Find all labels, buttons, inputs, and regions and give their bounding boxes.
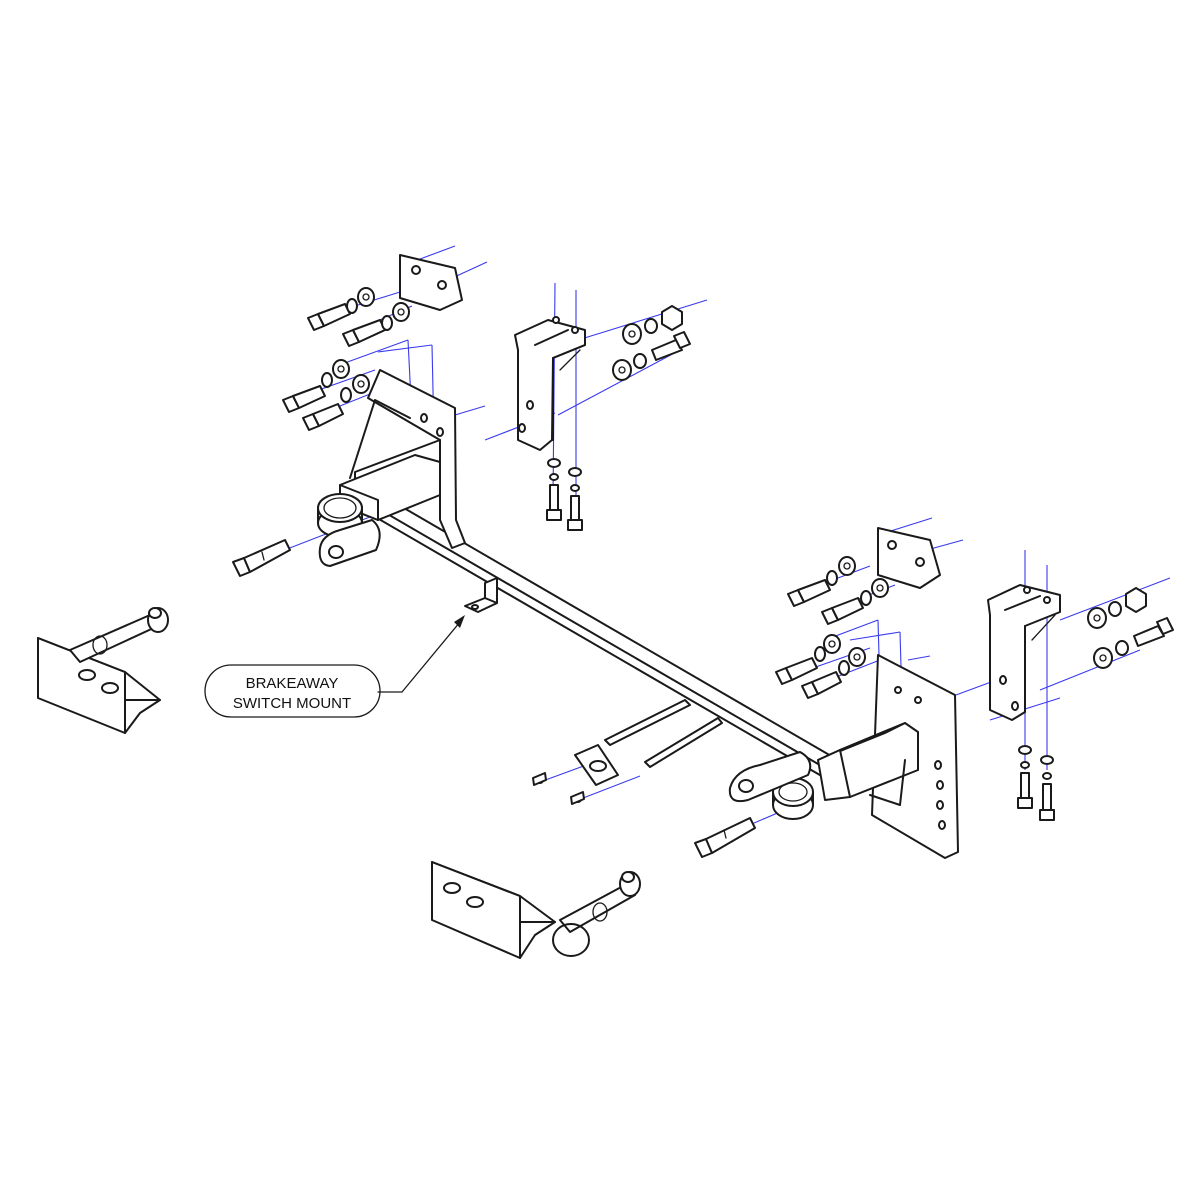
vertical-bolt: [567, 467, 583, 531]
left-main-bracket: [317, 369, 466, 567]
bolt: [821, 597, 864, 625]
brakeaway-switch-mount: [464, 577, 498, 613]
vertical-bolt: [1039, 755, 1055, 821]
left-mounting-plate: [399, 254, 463, 311]
bolt: [307, 303, 351, 331]
right-main-bracket: [728, 654, 959, 859]
brakeaway-callout: BRAKEAWAY SWITCH MOUNT: [204, 615, 465, 718]
left-hardware: [282, 287, 410, 431]
right-mounting-plate: [877, 527, 941, 589]
lynch-pin-ring-icon: [552, 923, 590, 957]
bolt: [302, 403, 344, 431]
left-gusset-bracket: [514, 316, 586, 451]
right-pin-bolt: [694, 817, 756, 858]
bolt: [775, 657, 818, 685]
left-loose-bracket: [37, 607, 169, 734]
bottom-loose-bracket: [431, 861, 641, 959]
left-gusset-hardware: [546, 305, 691, 531]
right-gusset-hardware: [1017, 587, 1174, 821]
right-hardware: [775, 556, 889, 699]
left-pin-bolt: [232, 539, 291, 577]
bolt: [342, 319, 386, 347]
callout-bubble: [204, 664, 381, 718]
callout-label-line2: SWITCH MOUNT: [233, 695, 351, 712]
bolt: [787, 579, 831, 607]
bolt: [282, 385, 326, 413]
vertical-bolt: [546, 458, 562, 521]
bolt: [801, 671, 842, 699]
main-crossbar: [371, 496, 839, 779]
vertical-bolt: [1017, 745, 1033, 809]
right-gusset-bracket: [987, 584, 1061, 721]
callout-label-line1: BRAKEAWAY: [246, 675, 339, 692]
center-wiring-bracket: [532, 699, 723, 805]
